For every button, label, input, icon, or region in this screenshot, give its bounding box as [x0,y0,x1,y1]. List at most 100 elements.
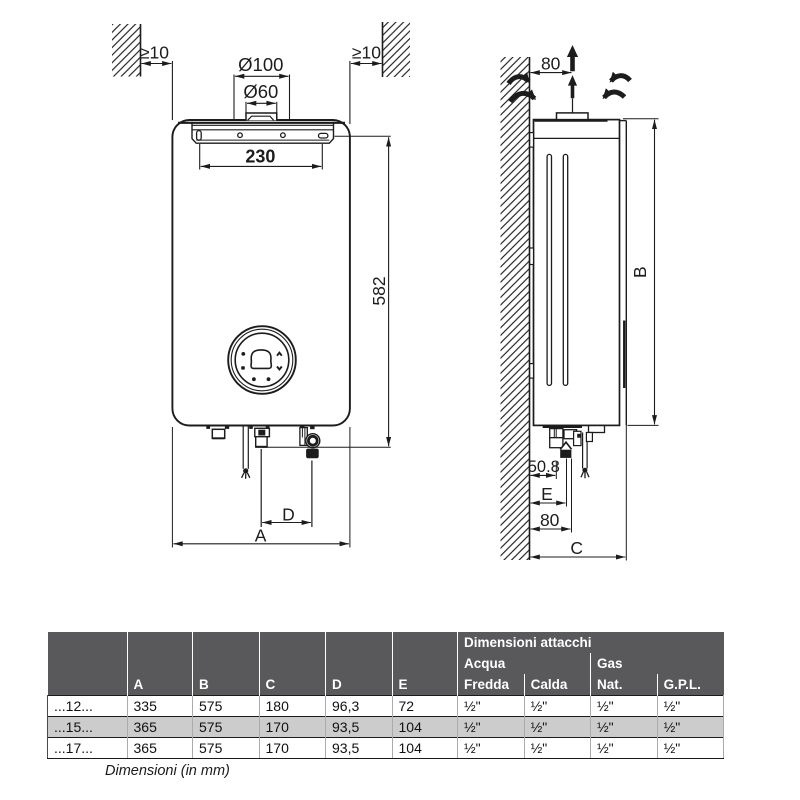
dim-clearance-left-label: ≥10 [140,43,169,63]
side-power-cable [580,432,590,479]
header-col-c: C [259,674,326,696]
dim-e-label: E [541,484,553,504]
intake-arrow-left-bottom-icon [508,89,537,104]
table-row-model-12: ...12... 335 575 180 96,3 72 ½" ½" ½" ½" [47,695,725,717]
header-empty-cell [127,632,193,653]
control-panel-inner-ring [234,332,290,388]
control-panel-mid-ring [230,328,294,392]
dim-flue-inner: Ø60 [243,81,278,113]
side-cable-wires [580,471,590,479]
value-cell: 575 [192,737,260,759]
tab-3 [249,426,253,429]
value-cell: ½" [657,695,725,717]
dim-e: E [530,458,567,507]
vent-slot-1 [546,153,553,387]
control-down-arrow-icon [276,365,283,372]
side-fitting-5 [587,424,606,434]
bracket-hole-1 [237,132,243,139]
dim-b-label: B [630,266,650,278]
side-body-outline [532,118,621,427]
power-cable [241,425,251,479]
header-empty-cell [47,653,128,674]
dim-50-8: 50.8 [528,458,560,479]
value-cell: 365 [127,716,193,738]
wall-hatch-left-fill [112,24,141,77]
header-empty-cell [392,632,458,653]
wall-hatch-right [381,22,410,77]
dim-582-label: 582 [369,276,389,305]
dim-flue-outer: Ø100 [233,54,291,120]
value-cell: 104 [392,737,458,759]
wall-hatch-side-fill [500,57,530,560]
model-cell: ...12... [47,695,128,717]
dim-d: D [260,449,313,527]
value-cell: 96,3 [325,695,393,717]
tab-1 [206,426,211,429]
header-col-b: B [192,674,260,696]
water-connection [254,427,271,448]
header-empty-cell [192,632,260,653]
value-cell: 170 [259,716,326,738]
dim-582: 582 [262,135,392,448]
control-button-dot-3 [252,377,256,382]
flue-collar-side [555,112,589,121]
wall-standoff-2 [529,247,535,266]
cable-plug [243,468,249,474]
dim-clearance-right-label: ≥10 [352,43,381,63]
vent-slot-2 [562,153,569,387]
header-row-columns: A B C D E Fredda Calda Nat. G.P.L. [47,674,724,696]
gas-valve-ring-inner [306,434,319,447]
dimension-drawing: ≥10 ≥10 Ø100 Ø60 [112,22,659,561]
header-col-nat: Nat. [590,674,658,696]
value-cell: 170 [259,737,326,759]
dim-80-top: 80 [530,53,572,76]
value-cell: 93,5 [325,737,393,759]
flue-collar-bump [247,115,275,121]
value-cell: ½" [590,695,658,717]
header-col-gpl: G.P.L. [657,674,724,696]
water-connection-nut [258,429,266,436]
header-row-subgroup: Acqua Gas [47,653,724,674]
header-empty-cell [392,653,458,674]
value-cell: ½" [457,737,525,759]
model-cell: ...17... [47,737,128,759]
header-subgroup-acqua: Acqua [457,653,591,674]
spec-table: Dimensioni attacchi Acqua Gas A B C D E … [47,632,725,759]
dim-a: A [171,427,351,548]
header-col-e: E [392,674,458,696]
value-cell: 180 [259,695,326,717]
wall-hatch-right-fill [382,22,410,77]
dim-flue-outer-label: Ø100 [238,54,283,75]
value-cell: 72 [392,695,458,717]
side-cable-plug [582,467,588,473]
dim-80-bottom-label: 80 [540,510,560,530]
exhaust-arrows [566,45,579,113]
left-fitting-box [211,428,226,440]
header-empty-cell [259,653,326,674]
bracket-outline [191,121,335,144]
wall-hatch-left [112,24,142,77]
side-fitting-6 [585,431,594,443]
dim-230-label: 230 [245,147,275,167]
table-row-model-17: ...17... 365 575 170 93,5 104 ½" ½" ½" ½… [47,737,725,759]
dim-a-label: A [255,525,267,545]
exhaust-arrow-up-icon [566,45,579,72]
header-col-a: A [127,674,193,696]
dim-c: C [530,425,627,561]
value-cell: 575 [192,695,260,717]
intake-arrow-right-top-icon [609,71,632,83]
dim-clearance-right: ≥10 [349,43,382,124]
tab-4 [265,426,270,429]
header-subgroup-gas: Gas [590,653,724,674]
dim-clearance-left: ≥10 [140,43,173,120]
value-cell: ½" [457,695,525,717]
dim-d-label: D [282,505,295,525]
intake-arrow-right-bottom-icon [602,88,627,100]
side-flange-band [542,425,582,428]
bracket-slot-right [317,132,329,139]
intake-arrow-left-top-icon [506,72,531,86]
header-empty-cell [192,653,260,674]
model-cell: ...15... [47,716,128,738]
exhaust-arrow-up-2-icon [567,75,578,99]
mounting-bracket [191,121,335,144]
